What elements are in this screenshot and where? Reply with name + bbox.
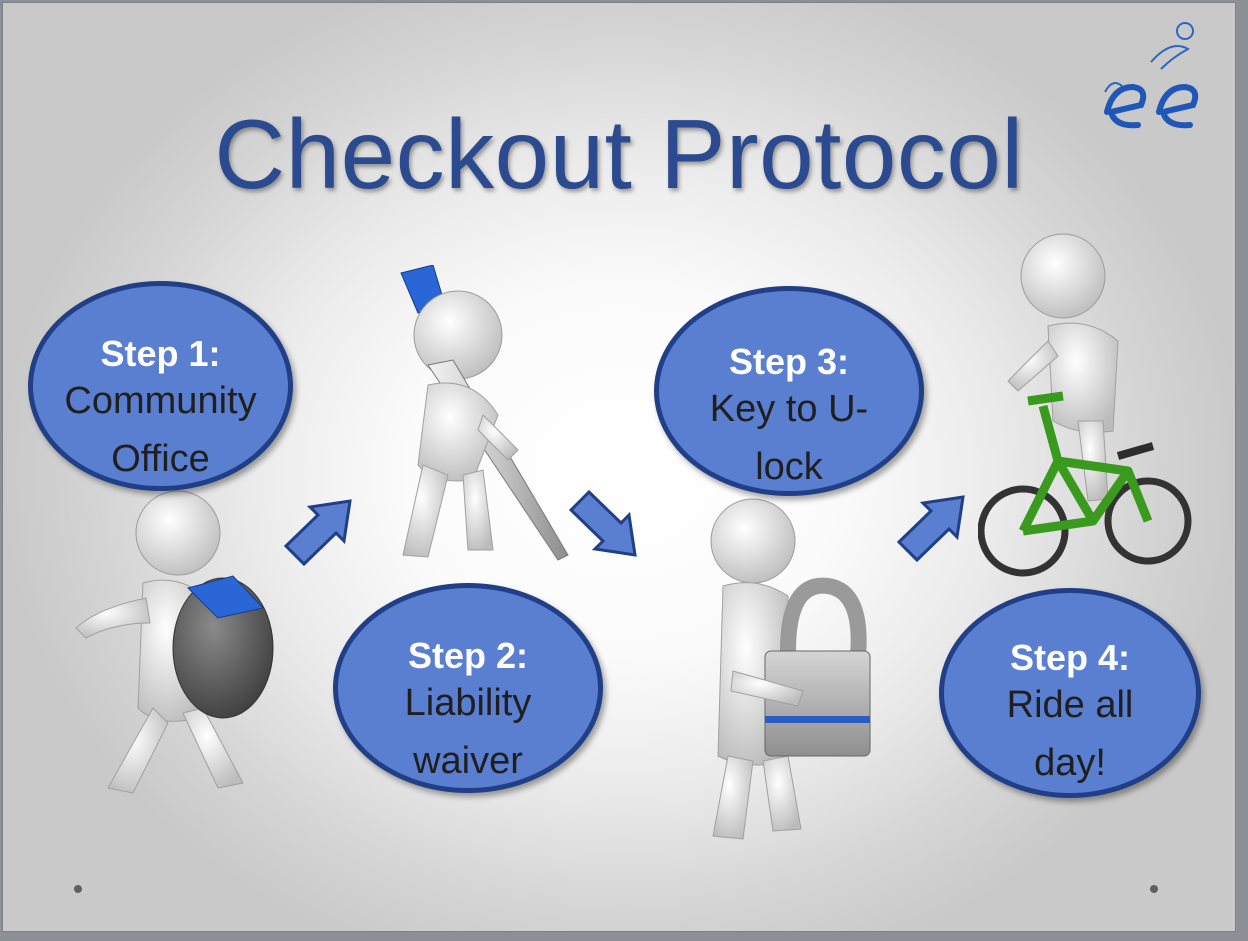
slide-title: Checkout Protocol — [214, 99, 1024, 209]
step-2-line-2: waiver — [413, 740, 523, 782]
step-3-line-2: lock — [755, 446, 823, 488]
arrow-right-up-icon-2 — [896, 495, 965, 563]
step-4-heading: Step 4: — [1009, 637, 1131, 678]
step-4-bubble: Step 4: Ride all day! — [939, 588, 1201, 798]
arrow-right-up-icon-1 — [283, 499, 352, 567]
person-carrying-pen-icon — [400, 265, 569, 561]
slide: Checkout Protocol — [2, 2, 1236, 932]
step-1-line-1: Community — [64, 380, 257, 422]
person-holding-padlock-icon — [710, 498, 871, 840]
arrow-right-down-icon — [568, 489, 637, 557]
step-3-heading: Step 3: — [728, 341, 850, 382]
step-3-bubble: Step 3: Key to U- lock — [654, 286, 924, 496]
corner-dot-left — [74, 885, 82, 893]
step-2-bubble: Step 2: Liability waiver — [333, 583, 603, 793]
person-riding-bicycle-icon — [978, 233, 1192, 577]
step-4-line-2: day! — [1034, 742, 1106, 784]
step-2-line-1: Liability — [404, 682, 532, 724]
step-4-line-1: Ride all — [1006, 684, 1134, 726]
step-1-heading: Step 1: — [100, 333, 221, 374]
corner-dot-right — [1150, 885, 1158, 893]
ee-cyclist-logo-icon — [1104, 22, 1199, 129]
step-1-line-2: Office — [111, 438, 210, 480]
step-2-heading: Step 2: — [407, 635, 529, 676]
step-3-line-1: Key to U- — [709, 388, 869, 430]
person-with-backpack-icon — [75, 490, 274, 794]
step-1-bubble: Step 1: Community Office — [28, 281, 293, 491]
